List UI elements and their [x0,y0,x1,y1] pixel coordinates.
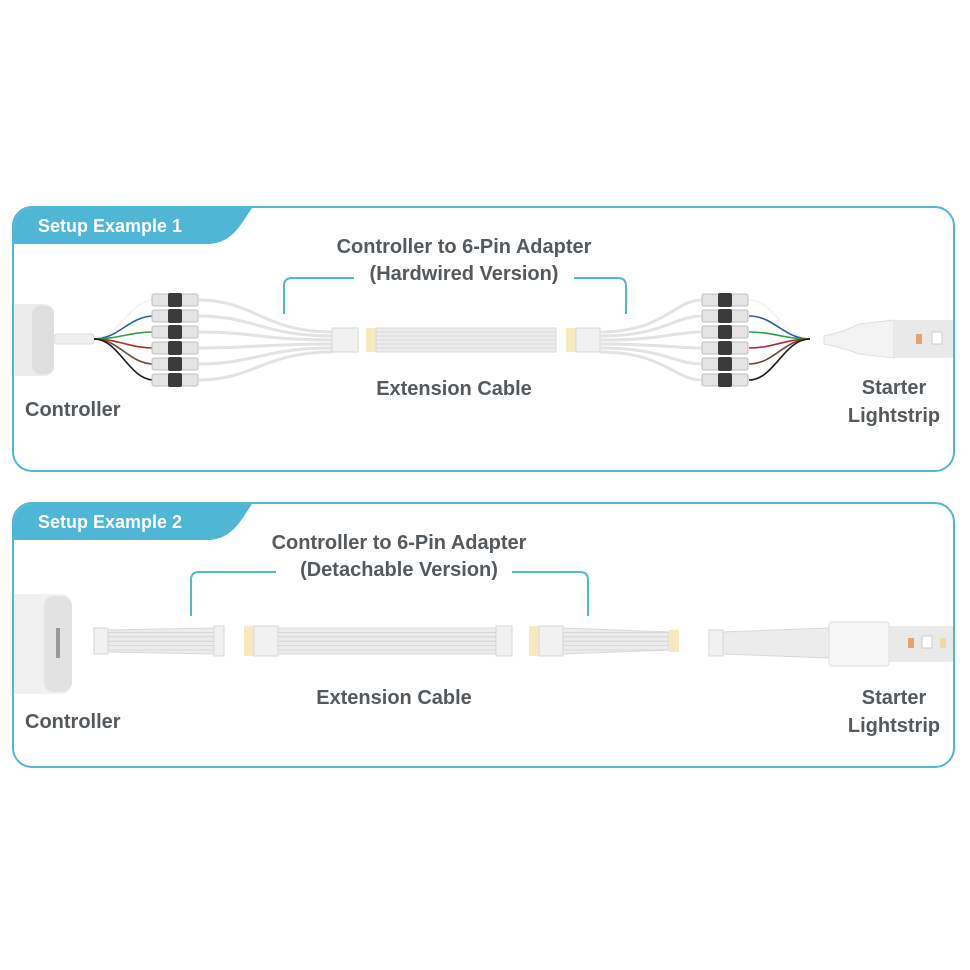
setup-example-2-title: Setup Example 2 [38,512,183,532]
extension-cable-label: Extension Cable [376,378,532,400]
starter-lightstrip-icon [823,319,953,359]
terminal-connector [701,357,749,371]
wire [93,338,155,381]
adapter-title-line2: (Detachable Version) [300,559,498,581]
adapter-wires-left [197,298,333,382]
terminal-connector [701,309,749,323]
lightstrip-label-line1: Starter [861,687,927,709]
terminal-connector [701,325,749,339]
wire-terminal-connectors-right [701,293,749,387]
setup-example-1-title: Setup Example 1 [38,216,183,236]
adapter-bracket [190,571,589,616]
wire [93,331,155,340]
starter-lightstrip-icon [708,621,953,667]
controller-label: Controller [25,399,121,421]
extension-cable [244,625,513,657]
lightstrip-label-line1: Starter [861,377,927,399]
controller-label: Controller [25,711,121,733]
controller-cable [53,333,95,345]
terminal-connector [151,341,199,355]
terminal-connector [151,325,199,339]
terminal-connector [151,293,199,307]
terminal-connector [701,293,749,307]
adapter-title-line2: (Hardwired Version) [369,263,559,285]
setup-example-2-panel: Setup Example 2 [12,502,955,768]
extension-cable [366,327,557,353]
controller-wires [93,299,155,381]
adapter-title-line1: Controller to 6-Pin Adapter [336,236,592,258]
adapter-connector-right [566,327,601,353]
lightstrip-wires [748,299,811,381]
setup-example-1-tab [14,208,252,244]
adapter-piece-left [93,625,225,657]
adapter-wires-right [599,298,703,382]
controller-device-icon [14,594,72,694]
setup-example-2-tab [14,504,252,540]
adapter-piece-right [529,625,679,657]
adapter-bracket [283,277,627,314]
adapter-title-line1: Controller to 6-Pin Adapter [271,532,527,554]
terminal-connector [151,357,199,371]
setup-example-1-panel: Setup Example 1 [12,206,955,472]
lightstrip-label-line2: Lightstrip [847,405,941,427]
terminal-connector [701,373,749,387]
wire-terminal-connectors-left [151,293,199,387]
extension-cable-label: Extension Cable [316,687,472,709]
terminal-connector [151,373,199,387]
hardwired-setup-diagram [14,277,953,387]
controller-device-icon [14,304,54,376]
terminal-connector [151,309,199,323]
adapter-connector-left [331,327,359,353]
lightstrip-label-line2: Lightstrip [847,715,941,737]
wire [748,331,811,340]
wire [748,338,811,381]
detachable-setup-diagram [14,571,953,694]
terminal-connector [701,341,749,355]
